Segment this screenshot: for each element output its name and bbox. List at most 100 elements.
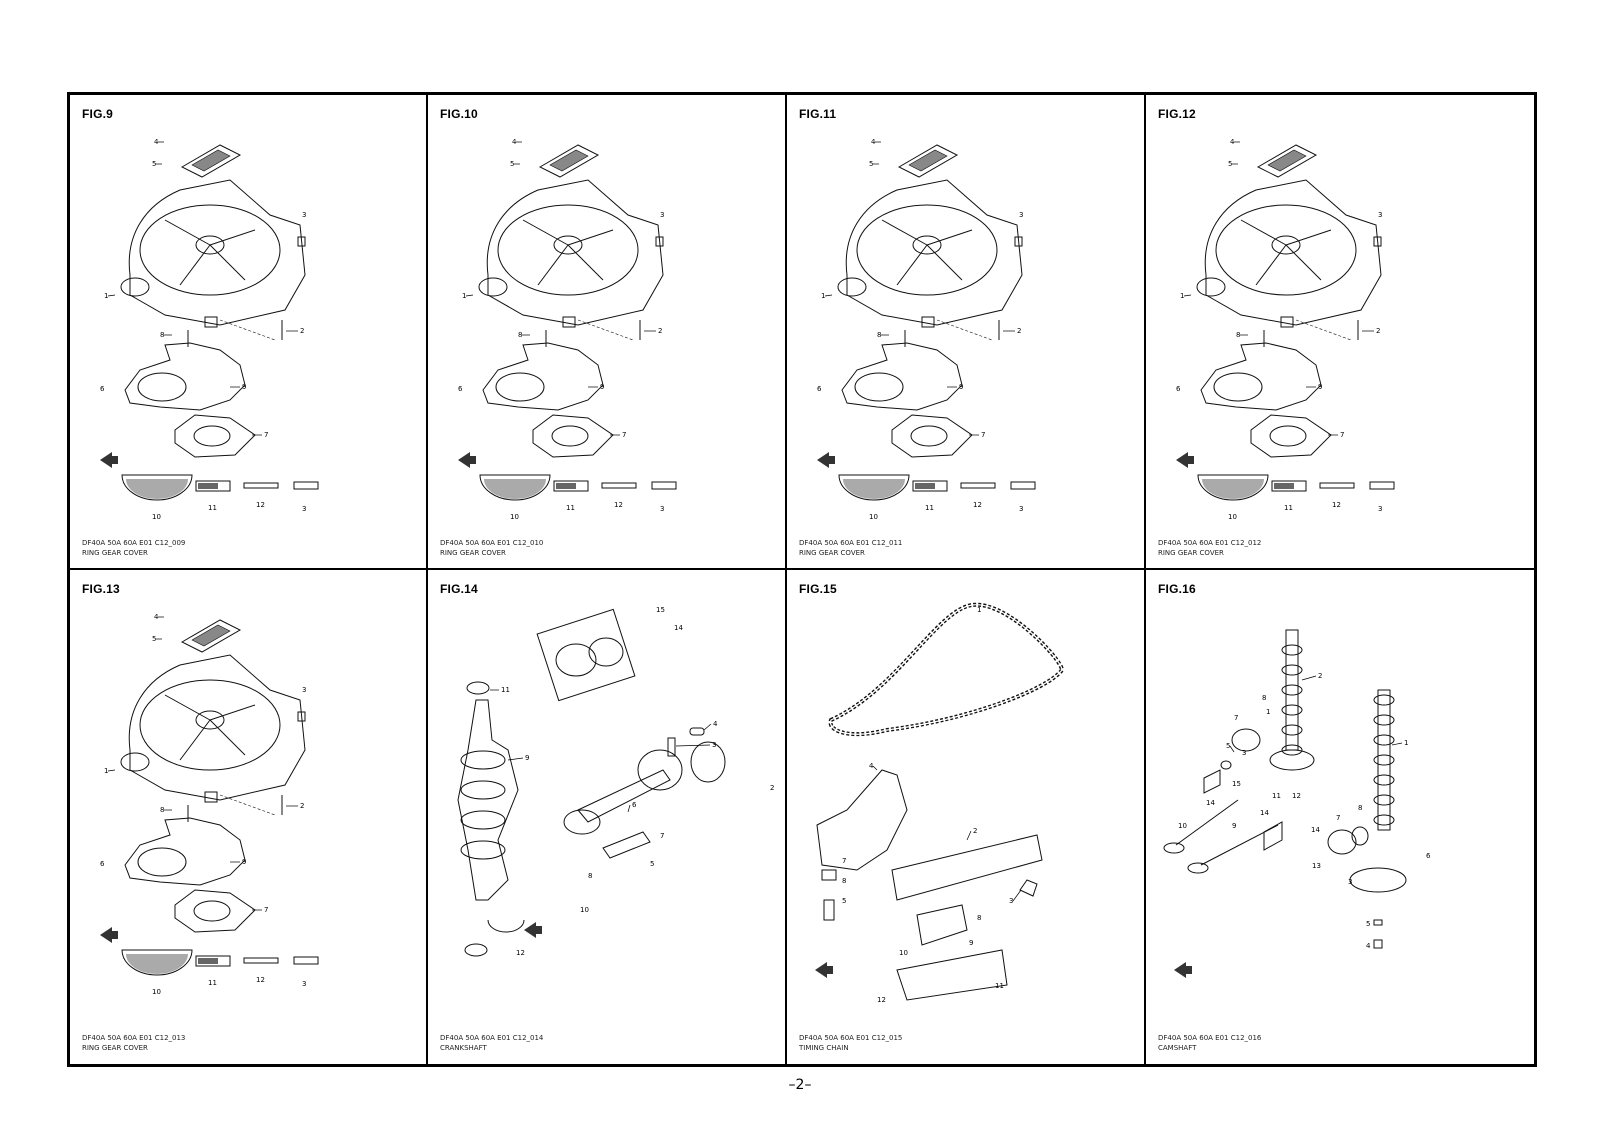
sector-decal-fill (484, 479, 546, 499)
callout-number: 2 (1376, 327, 1380, 335)
callout-number: 8 (1262, 694, 1266, 702)
decal-3 (1010, 481, 1036, 490)
cam-lobe (1281, 744, 1303, 756)
callout-number: 7 (264, 431, 268, 439)
leader-line (627, 804, 631, 813)
piston (637, 749, 683, 791)
figure-caption: TIMING CHAIN (799, 1044, 849, 1052)
piston-ring (588, 637, 624, 667)
cover-rim (1215, 204, 1357, 296)
cam-lobe (1281, 724, 1303, 736)
cover-rib (209, 719, 246, 756)
callout-number: 10 (1228, 513, 1237, 521)
callout-number: 10 (580, 906, 589, 914)
cover-boss (120, 752, 150, 772)
cover-grommet (297, 236, 306, 247)
thrust-bearing (487, 919, 525, 933)
cam-sprocket (1269, 749, 1315, 771)
crankshaft (457, 699, 519, 901)
cover-housing (128, 179, 306, 326)
callout-number: 1 (1266, 708, 1270, 716)
callout-number: 4 (871, 138, 876, 146)
divider-v-2 (785, 95, 787, 1064)
callout-number: 9 (600, 383, 604, 391)
crank-web (460, 750, 506, 770)
big-end (563, 809, 601, 835)
oil-seal (466, 681, 490, 695)
callout-number: 3 (302, 211, 306, 219)
decal-12 (1319, 482, 1355, 489)
cover-housing (128, 654, 306, 801)
cover-rib (522, 219, 569, 246)
fig-title: FIG.15 (799, 582, 837, 596)
oil-seal (464, 943, 488, 957)
callout-number: 5 (152, 635, 156, 643)
callout-number: 12 (1292, 792, 1301, 800)
callout-number: 13 (1312, 862, 1321, 870)
piston-ring (555, 643, 597, 677)
bolt (1373, 939, 1383, 949)
decal-11-fill (556, 483, 576, 489)
shim (1220, 760, 1232, 770)
bracket-opening (137, 847, 187, 877)
cover-rib (896, 244, 928, 286)
leader-line (1229, 745, 1235, 753)
callout-number: 15 (1232, 780, 1241, 788)
callout-number: 2 (658, 327, 662, 335)
valve-spring (1203, 769, 1221, 794)
cam-lobe (1373, 754, 1395, 766)
figure-caption: CAMSHAFT (1158, 1044, 1197, 1052)
washer (1373, 919, 1383, 926)
front-arrow-icon (458, 452, 476, 468)
callout-number: 11 (995, 982, 1004, 990)
cover-mount (1280, 316, 1294, 328)
callout-number: 11 (208, 504, 217, 512)
callout-number: 8 (877, 331, 881, 339)
decal-3 (293, 481, 319, 490)
crank-web (460, 840, 506, 860)
callout-number: 9 (969, 939, 973, 947)
callout-number: 1 (977, 606, 981, 614)
callout-number: 6 (458, 385, 463, 393)
callout-number: 1 (462, 292, 466, 300)
cam-sprocket (1349, 867, 1407, 893)
bearing-cap (602, 831, 651, 859)
decal-11-fill (1274, 483, 1294, 489)
plate-label (191, 149, 231, 172)
decal-12 (243, 957, 279, 964)
fig-title: FIG.14 (440, 582, 478, 596)
cover-rib (209, 244, 246, 281)
chain-guide-lower (896, 949, 1008, 1001)
callout-number: 9 (1232, 822, 1236, 830)
gasket-hole (193, 900, 231, 922)
piston-pin (667, 737, 676, 757)
leader-line (1391, 742, 1403, 746)
callout-number: 7 (1340, 431, 1344, 439)
timing-chain-inner (829, 604, 1063, 735)
cam-lobe (1373, 814, 1395, 826)
callout-number: 6 (817, 385, 822, 393)
sector-decal (121, 949, 193, 976)
cover-housing (845, 179, 1023, 326)
cover-plate (180, 619, 242, 653)
callout-number: 7 (1336, 814, 1340, 822)
valve-spring (1263, 821, 1283, 851)
callout-number: 10 (152, 988, 161, 996)
cover-hub (912, 235, 942, 255)
callout-number: 11 (1272, 792, 1281, 800)
cover-rib (1285, 229, 1332, 246)
callout-number: 3 (1242, 749, 1246, 757)
callout-number: 5 (842, 897, 846, 905)
piston-ring (690, 741, 726, 783)
sector-decal (838, 474, 910, 501)
callout-number: 4 (869, 762, 874, 770)
figure-caption: CRANKSHAFT (440, 1044, 487, 1052)
